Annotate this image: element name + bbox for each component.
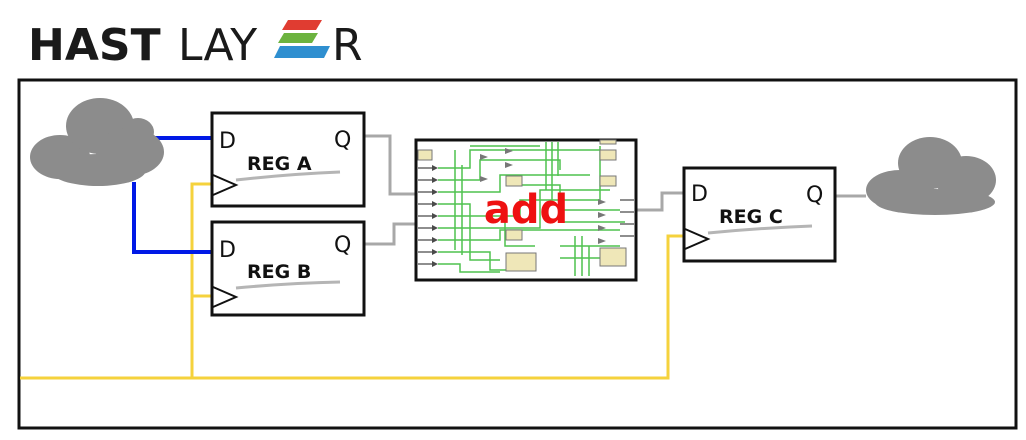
register-a-label: REG A (247, 153, 312, 175)
register-b-underline (235, 280, 341, 290)
logo-stripe-bottom (274, 46, 330, 58)
logo-stripe-top (282, 20, 322, 30)
data-wire-a-to-add (364, 134, 416, 196)
logo-text-hast: HAST (28, 20, 161, 71)
register-a-underline (235, 170, 341, 182)
logo-e-stripes-icon (274, 20, 330, 58)
logo-text-r: R (332, 20, 363, 71)
register-c-underline (707, 224, 813, 235)
logo-text-lay: LAY (178, 20, 257, 71)
hastlayer-logo: HAST LAY R (28, 20, 363, 71)
output-cloud-icon (866, 137, 996, 215)
logo-stripe-mid (278, 33, 318, 43)
clock-wire-reg-a (190, 182, 212, 378)
register-b-label: REG B (247, 261, 311, 283)
register-a-q-pin: Q (334, 128, 351, 153)
register-a: D Q REG A (210, 111, 366, 208)
input-wire-b (132, 182, 212, 254)
register-b-clock-icon (212, 286, 239, 308)
data-wires (364, 134, 866, 246)
adder-circuit-icon (417, 139, 634, 276)
register-c-clock-icon (684, 228, 711, 250)
input-wires (132, 136, 212, 254)
register-c: D Q REG C (682, 166, 837, 263)
register-b-q-pin: Q (334, 233, 351, 258)
data-wire-add-to-c (636, 191, 684, 212)
register-c-d-pin: D (691, 182, 708, 207)
data-wire-b-to-add (364, 222, 416, 246)
register-c-q-pin: Q (806, 183, 823, 208)
register-a-clock-icon (212, 174, 239, 196)
clock-wire-main (20, 234, 684, 380)
board-frame (17, 78, 1018, 430)
register-b: D Q REG B (210, 220, 366, 317)
register-b-box (210, 220, 366, 317)
register-c-label: REG C (719, 206, 783, 228)
register-a-d-pin: D (219, 129, 236, 154)
adder-label: add (484, 187, 568, 233)
clock-wires (20, 182, 684, 380)
register-a-box (210, 111, 366, 208)
input-cloud-icon (30, 98, 164, 186)
register-b-d-pin: D (219, 238, 236, 263)
adder-block: add (414, 138, 638, 282)
register-c-box (682, 166, 837, 263)
